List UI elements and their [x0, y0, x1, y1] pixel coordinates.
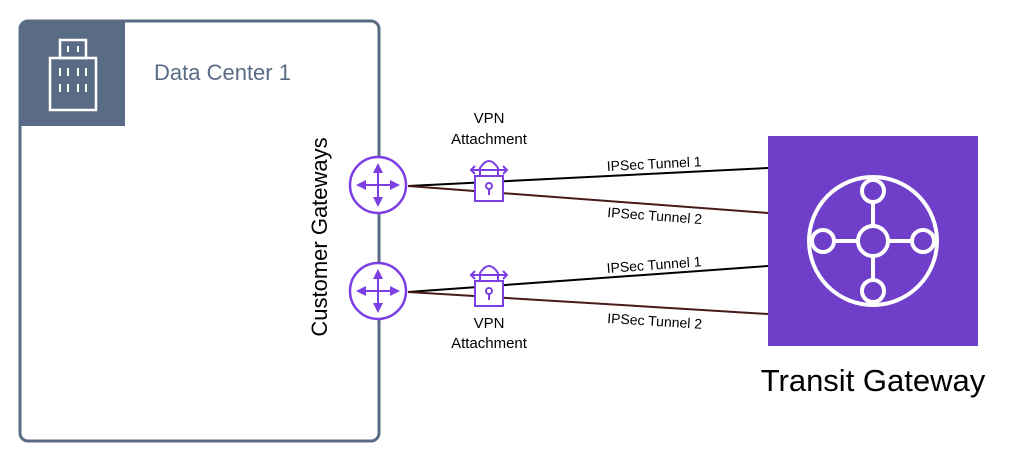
transit-gateway-label: Transit Gateway	[761, 363, 986, 398]
tunnel-label-4: IPSec Tunnel 2	[607, 310, 703, 332]
data-center-title: Data Center 1	[154, 60, 291, 85]
transit-gateway-box	[768, 136, 978, 346]
tunnel-line-4	[407, 291, 769, 315]
tunnel-line-2	[407, 185, 769, 214]
router-icon	[348, 261, 408, 321]
tunnel-lines	[407, 167, 769, 315]
padlock-icon	[469, 265, 509, 307]
tunnel-label-3: IPSec Tunnel 1	[606, 253, 702, 276]
vpn-attachment-label-2: VPN Attachment	[451, 315, 528, 352]
padlock-icon	[469, 160, 509, 202]
tunnel-label-2: IPSec Tunnel 2	[607, 204, 703, 227]
tunnel-line-3	[407, 265, 769, 293]
transit-gateway-icon	[807, 175, 939, 307]
router-icon	[348, 155, 408, 215]
tunnel-line-1	[407, 167, 769, 187]
vpn-attachment-label-1: VPN Attachment	[451, 110, 528, 148]
data-center-header	[20, 21, 125, 126]
transit-gateway-group: Transit Gateway	[761, 136, 986, 398]
customer-gateways-label: Customer Gateways	[307, 137, 332, 336]
vpn-label-line1: VPN	[474, 110, 505, 127]
vpn-label-line1: VPN	[474, 315, 505, 332]
tunnel-label-1: IPSec Tunnel 1	[606, 153, 702, 174]
building-icon	[48, 38, 98, 112]
vpn-label-line2: Attachment	[451, 335, 528, 352]
data-center-group: Data Center 1	[18, 19, 381, 443]
vpn-label-line2: Attachment	[451, 131, 528, 148]
